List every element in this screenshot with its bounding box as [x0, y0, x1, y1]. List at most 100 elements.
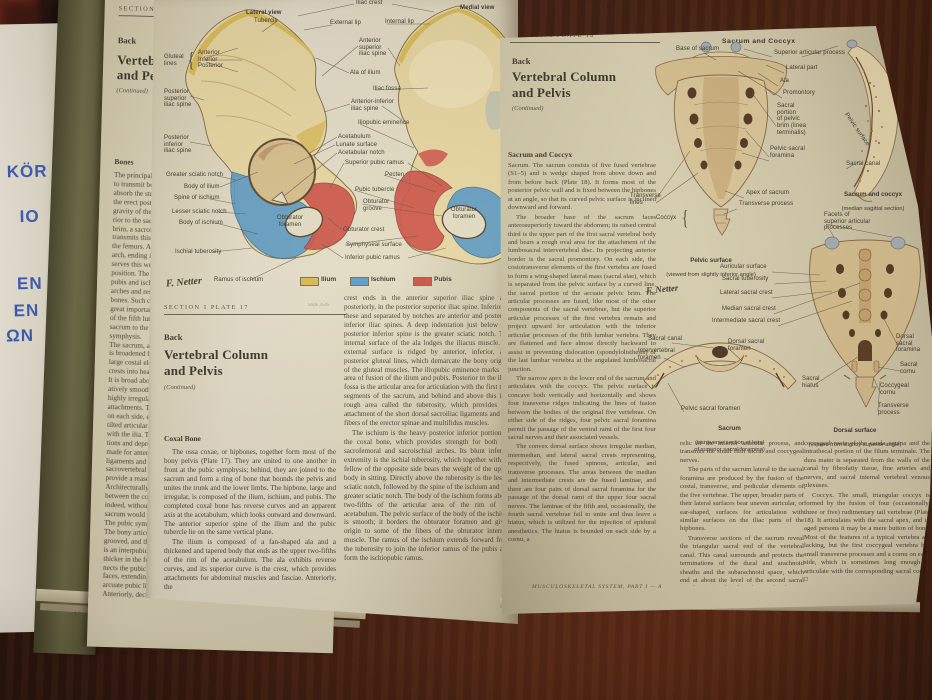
anatomy-label: Auricular surface	[720, 264, 767, 270]
anatomy-label: Acetabulum	[338, 134, 371, 140]
coxal-bone-heading: Coxal Bone	[164, 434, 201, 443]
page-number: 16	[73, 610, 81, 619]
anatomy-label: Symphyseal surface	[346, 242, 402, 248]
brace-glyph: {	[682, 205, 689, 230]
anatomy-label: Median sacral crest	[722, 306, 776, 312]
anatomy-label: Superior pubic ramus	[345, 160, 405, 166]
figure-caption: Sacrum (transverse section at level of s…	[672, 418, 787, 462]
anatomy-label: Promontory	[783, 90, 816, 96]
caption-sub: (transverse section at level of superior…	[694, 440, 765, 454]
header-rule	[164, 314, 346, 315]
text-column-2: relic of the inferior articular process,…	[680, 440, 804, 586]
anatomy-label: Ischial tuberosity	[175, 249, 222, 255]
anatomy-label: Coccygeal cornu	[880, 383, 909, 396]
paragraph: Coccyx. The small, triangular coccyx is …	[804, 491, 930, 583]
anatomy-label: Sacral tuberosity	[722, 276, 769, 282]
paragraph: crest ends in the anterior superior ilia…	[344, 294, 510, 428]
text-column-3: coccygeal roots of the cauda equina and …	[804, 440, 930, 586]
column-heading: Sacrum and Coccyx	[508, 150, 573, 159]
anatomy-label: Obturator foramen	[276, 215, 304, 228]
anatomy-label: Lesser sciatic notch	[172, 209, 227, 215]
anatomy-label: Pubic tubercle	[355, 187, 395, 193]
anatomy-label: Inferior pubic ramus	[345, 255, 401, 261]
caption-title: Dorsal surface	[833, 427, 877, 435]
anatomy-label: Body of ilium	[184, 184, 220, 190]
anatomy-label: Intervertebral foramen	[638, 348, 675, 361]
continued-note: (Continued)	[116, 87, 148, 95]
page-title-line2: and Pelvis	[164, 363, 223, 378]
continued-note: (Continued)	[164, 384, 196, 391]
anatomy-label: Internal lip	[385, 19, 414, 25]
anatomy-label: Anterior Inferior Posterior	[198, 50, 223, 70]
figure-caption: Pelvic surface (viewed from slightly inf…	[646, 250, 776, 287]
page-plate-17: Lateral view Medial view Tubercle Iliac …	[146, 0, 518, 624]
anatomy-label: Obturator foramen	[450, 207, 478, 220]
anatomy-label: Sacral cornu	[900, 362, 918, 375]
slide-reference: Slide 3545	[308, 303, 330, 308]
legend-swatch-pubis	[413, 277, 432, 286]
paragraph: The ilium is composed of a fan-shaped al…	[164, 538, 336, 592]
anatomy-label: External lip	[330, 20, 361, 26]
legend-label-pubis: Pubis	[434, 276, 452, 283]
caption-title: Pelvic surface	[690, 257, 732, 265]
running-footer: MUSCULOSKELETAL SYSTEM, PART I — A	[532, 584, 663, 590]
anatomy-label: Apex of sacrum	[746, 190, 790, 196]
caption-sub: (viewed from slightly superior angle)	[808, 442, 902, 449]
anatomy-label: Pelvic sacral foramina	[770, 146, 805, 159]
legend-swatch-ilium	[300, 277, 319, 286]
sacrum-illustrations	[643, 39, 921, 413]
anatomy-label: Lateral sacral crest	[720, 290, 773, 296]
anatomy-label: Gluteal lines	[164, 54, 184, 67]
page-title: Vertebral Column	[512, 69, 617, 84]
paragraph: The ossa coxae, or hipbones, together fo…	[164, 448, 336, 537]
anatomy-label: Iliac fossa	[373, 86, 401, 92]
anatomy-label: Spine of ischium	[174, 195, 220, 201]
anatomy-label: Acetabular notch	[338, 150, 385, 156]
anatomy-label: Intermediate sacral crest	[712, 318, 781, 324]
paragraph: The parts of the sacrum lateral to the s…	[680, 466, 804, 533]
anatomy-label: Sacral hiatus	[802, 376, 820, 389]
kicker: Back	[164, 332, 183, 342]
caption-title: Sacrum	[718, 425, 741, 433]
paragraph: The broader base of the sacrum faces ant…	[508, 213, 656, 373]
anatomy-label: Sacral canal	[846, 161, 881, 167]
view-title-lateral: Lateral view	[246, 10, 282, 16]
anatomy-label: Pelvic sacral foramen	[681, 406, 741, 412]
caption-sub: (median sagittal section)	[841, 206, 905, 213]
legend-label-ilium: Ilium	[321, 276, 337, 283]
figure-caption: Sacrum and coccyx (median sagittal secti…	[818, 184, 928, 221]
cover-letter: IO	[19, 206, 40, 227]
anatomy-label: Superior articular process	[774, 50, 845, 56]
anatomy-label: Anterior superior iliac spine	[359, 38, 387, 58]
paragraph: The ischium is the heavy posterior infer…	[344, 429, 510, 563]
anatomy-label: Lunate surface	[336, 142, 378, 148]
anatomy-label: Iliac crest	[356, 0, 383, 6]
text-column-1: The ossa coxae, or hipbones, together fo…	[164, 448, 336, 598]
section-plate-header: SECTION 1 PLATE 18	[510, 32, 595, 39]
anatomy-label: Facets of superior articular processes	[824, 212, 871, 232]
anatomy-label: Transverse process	[878, 403, 909, 416]
caption-sub: (viewed from slightly inferior angle)	[666, 272, 756, 279]
paragraph: The narrow apex is the lower end of the …	[508, 374, 656, 441]
anatomy-label: Greater sciatic notch	[166, 172, 224, 178]
page-plate-18: SECTION 1 PLATE 18 Slide 3546 Back Verte…	[500, 26, 932, 614]
text-column-1: Sacrum. The sacrum consists of five fuse…	[508, 162, 656, 582]
anatomy-label: Tubercle	[254, 18, 278, 24]
anatomy-label: Posterior superior iliac spine	[164, 89, 192, 109]
anatomy-label: Body of ischium	[179, 220, 223, 226]
section-plate-header: SECTION 1 PLATE 17	[164, 304, 249, 311]
cover-letter: EN	[16, 273, 43, 294]
anatomy-label: Iliopubic eminence	[358, 120, 410, 126]
header-rule	[510, 42, 660, 43]
anatomy-label: Dorsal sacral foramina	[896, 334, 921, 354]
page-title-line2: and Pelvis	[512, 85, 571, 100]
page-title: Vertebral Column	[164, 347, 269, 362]
figure-caption: Dorsal surface (viewed from slightly sup…	[790, 420, 920, 457]
anatomy-label: Obturator crest	[343, 227, 385, 233]
anatomy-label: Dorsal sacral foramen	[728, 339, 765, 352]
legend-label-ischium: Ischium	[371, 276, 396, 283]
anatomy-label: Sacral canal	[648, 336, 683, 342]
anatomy-label: Anterior-inferior iliac spine	[351, 99, 395, 112]
anatomy-label: Transverse lines	[630, 193, 661, 206]
